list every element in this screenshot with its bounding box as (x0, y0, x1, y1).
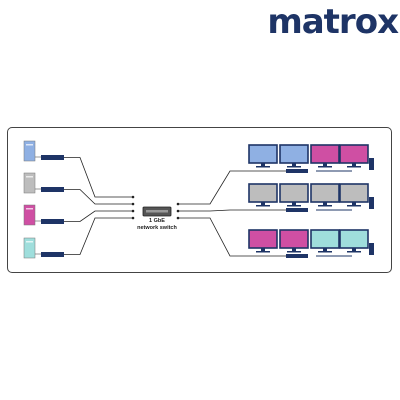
video-wall (248, 229, 374, 258)
monitor-stand-icon (292, 248, 296, 251)
monitor-icon (339, 183, 369, 203)
monitor-stand-icon (323, 248, 327, 251)
port-dot (131, 202, 135, 206)
network-cable-line (64, 157, 133, 198)
matrox-logo: matrox (267, 2, 399, 42)
switch-speed-label: 1 GbE (149, 218, 165, 224)
monitor-icon (248, 183, 278, 203)
monitor-icon (279, 229, 309, 249)
monitor-base-icon (287, 166, 301, 168)
monitor-icon (248, 229, 278, 249)
drive-bay-icon (26, 176, 33, 178)
encoder-box-icon (41, 155, 64, 160)
port-dot (131, 195, 135, 199)
source-computer (23, 204, 64, 226)
monitor-base-icon (347, 166, 361, 168)
encoder-box-icon (41, 219, 64, 224)
monitor-stand-icon (292, 202, 296, 205)
network-cable-line (64, 210, 133, 222)
monitor-stand-icon (352, 248, 356, 251)
network-cable-line (178, 209, 286, 212)
wall-controller-icon (369, 243, 374, 255)
monitor-base-icon (256, 205, 270, 207)
video-walls (248, 144, 374, 258)
drive-bay-icon (26, 208, 33, 210)
monitor-base-icon (318, 205, 332, 207)
network-cable-line (178, 217, 286, 257)
monitor-base-icon (318, 166, 332, 168)
network-switch (142, 206, 172, 217)
network-cable-line (178, 170, 286, 205)
monitor-stand-icon (261, 248, 265, 251)
monitor-stand-icon (261, 202, 265, 205)
monitor-stand-icon (261, 163, 265, 166)
port-dot (131, 209, 135, 213)
port-dot (131, 216, 135, 220)
tower-pc-icon (23, 237, 36, 259)
wall-controller-icon (369, 158, 374, 170)
switch-type-label: network switch (137, 225, 177, 231)
monitor-icon (310, 144, 340, 164)
source-computer (23, 237, 64, 259)
encoder-box-icon (41, 187, 64, 192)
port-dot (176, 202, 180, 206)
network-switch-ports-icon (146, 210, 168, 213)
decoder-box-icon (286, 208, 308, 212)
monitor-base-icon (318, 251, 332, 253)
monitor-base-icon (287, 251, 301, 253)
encoder-box-icon (41, 252, 64, 257)
monitor-icon (339, 229, 369, 249)
tower-pc-icon (23, 172, 36, 194)
wall-controller-icon (369, 197, 374, 209)
decoder-box-icon (286, 169, 308, 173)
monitor-base-icon (256, 251, 270, 253)
tower-pc-icon (23, 140, 36, 162)
monitor-base-icon (256, 166, 270, 168)
monitor-stand-icon (292, 163, 296, 166)
monitor-stand-icon (323, 202, 327, 205)
monitor-stand-icon (352, 202, 356, 205)
port-dot (176, 216, 180, 220)
drive-bay-icon (26, 144, 33, 146)
source-computers (23, 140, 64, 259)
monitor-base-icon (347, 205, 361, 207)
source-computer (23, 172, 64, 194)
network-switch-label: 1 GbE network switch (128, 218, 186, 232)
drive-bay-icon (26, 241, 33, 243)
monitor-icon (279, 183, 309, 203)
port-dot (176, 209, 180, 213)
monitor-icon (248, 144, 278, 164)
decoder-box-icon (286, 254, 308, 258)
network-cable-line (64, 189, 133, 205)
monitor-stand-icon (352, 163, 356, 166)
monitor-icon (339, 144, 369, 164)
video-wall (248, 144, 374, 173)
monitor-icon (310, 229, 340, 249)
connection-lines (64, 157, 286, 257)
monitor-base-icon (347, 251, 361, 253)
monitor-icon (310, 183, 340, 203)
monitor-icon (279, 144, 309, 164)
tower-pc-icon (23, 204, 36, 226)
source-computer (23, 140, 64, 162)
monitor-base-icon (287, 205, 301, 207)
video-wall (248, 183, 374, 212)
network-cable-line (64, 217, 133, 255)
monitor-stand-icon (323, 163, 327, 166)
